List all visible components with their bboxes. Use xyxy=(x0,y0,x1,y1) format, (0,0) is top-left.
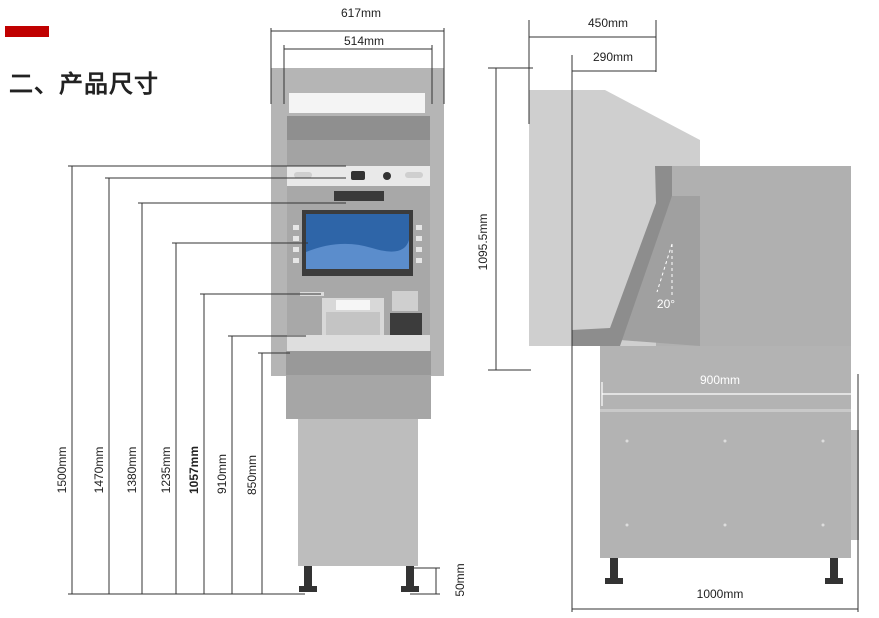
side-screen-face xyxy=(620,196,700,346)
side-foot-right xyxy=(830,558,838,580)
height-label-1380: 1380mm xyxy=(125,447,139,494)
foot-height-label: 50mm xyxy=(453,563,467,596)
front-speaker-left xyxy=(294,172,312,178)
side-lower-seam xyxy=(600,409,851,412)
outer-width-label: 617mm xyxy=(341,6,381,20)
side-screen-edge xyxy=(572,166,672,346)
front-topper-sign xyxy=(289,93,425,113)
front-pedestal-top xyxy=(286,375,431,419)
head-height-label: 1095.5mm xyxy=(476,214,490,271)
front-cash-tray xyxy=(326,312,380,338)
screen-angle-label: 20° xyxy=(657,297,675,311)
height-label-1235: 1235mm xyxy=(159,447,173,494)
side-dimension-lines xyxy=(488,20,859,612)
base-depth-label: 900mm xyxy=(700,373,740,387)
front-view-machine xyxy=(271,68,444,592)
side-lower-cabinet xyxy=(600,346,851,558)
side-foot-left xyxy=(610,558,618,580)
height-label-850: 850mm xyxy=(245,455,259,495)
side-rear-hinges xyxy=(851,430,859,540)
front-cash-slot xyxy=(336,300,370,310)
front-camera xyxy=(383,172,391,180)
section-title: 二、产品尺寸 xyxy=(9,70,159,98)
front-function-keys xyxy=(293,225,422,263)
front-receipt-slot xyxy=(334,191,384,201)
front-foot-right xyxy=(406,566,414,588)
side-foot-left-pad xyxy=(605,578,623,584)
front-recess-shade xyxy=(287,140,430,166)
front-speaker-right xyxy=(405,172,423,178)
front-foot-right-pad xyxy=(401,586,419,592)
side-rivets xyxy=(625,439,825,527)
inner-width-label: 514mm xyxy=(344,34,384,48)
front-pedestal xyxy=(298,419,418,566)
front-dimension-lines xyxy=(68,28,445,595)
front-shelf-edge xyxy=(286,351,431,375)
top-depth-label: 450mm xyxy=(588,16,628,30)
height-label-910: 910mm xyxy=(215,454,229,494)
front-foot-left xyxy=(304,566,312,588)
side-angle-slant xyxy=(656,243,673,293)
height-label-1500: 1500mm xyxy=(55,447,69,494)
total-depth-label: 1000mm xyxy=(697,587,744,601)
side-foot-right-pad xyxy=(825,578,843,584)
front-keypad xyxy=(390,313,422,337)
front-card-slot xyxy=(351,171,365,180)
height-label-1057: 1057mm xyxy=(187,446,201,494)
height-label-1470: 1470mm xyxy=(92,447,106,494)
upper-depth-label: 290mm xyxy=(593,50,633,64)
side-view-machine xyxy=(529,90,859,584)
section-accent-bar xyxy=(5,26,49,37)
front-screen-wave xyxy=(306,240,409,269)
front-card-reader xyxy=(392,291,418,311)
front-foot-left-pad xyxy=(299,586,317,592)
front-shelf xyxy=(287,335,430,352)
